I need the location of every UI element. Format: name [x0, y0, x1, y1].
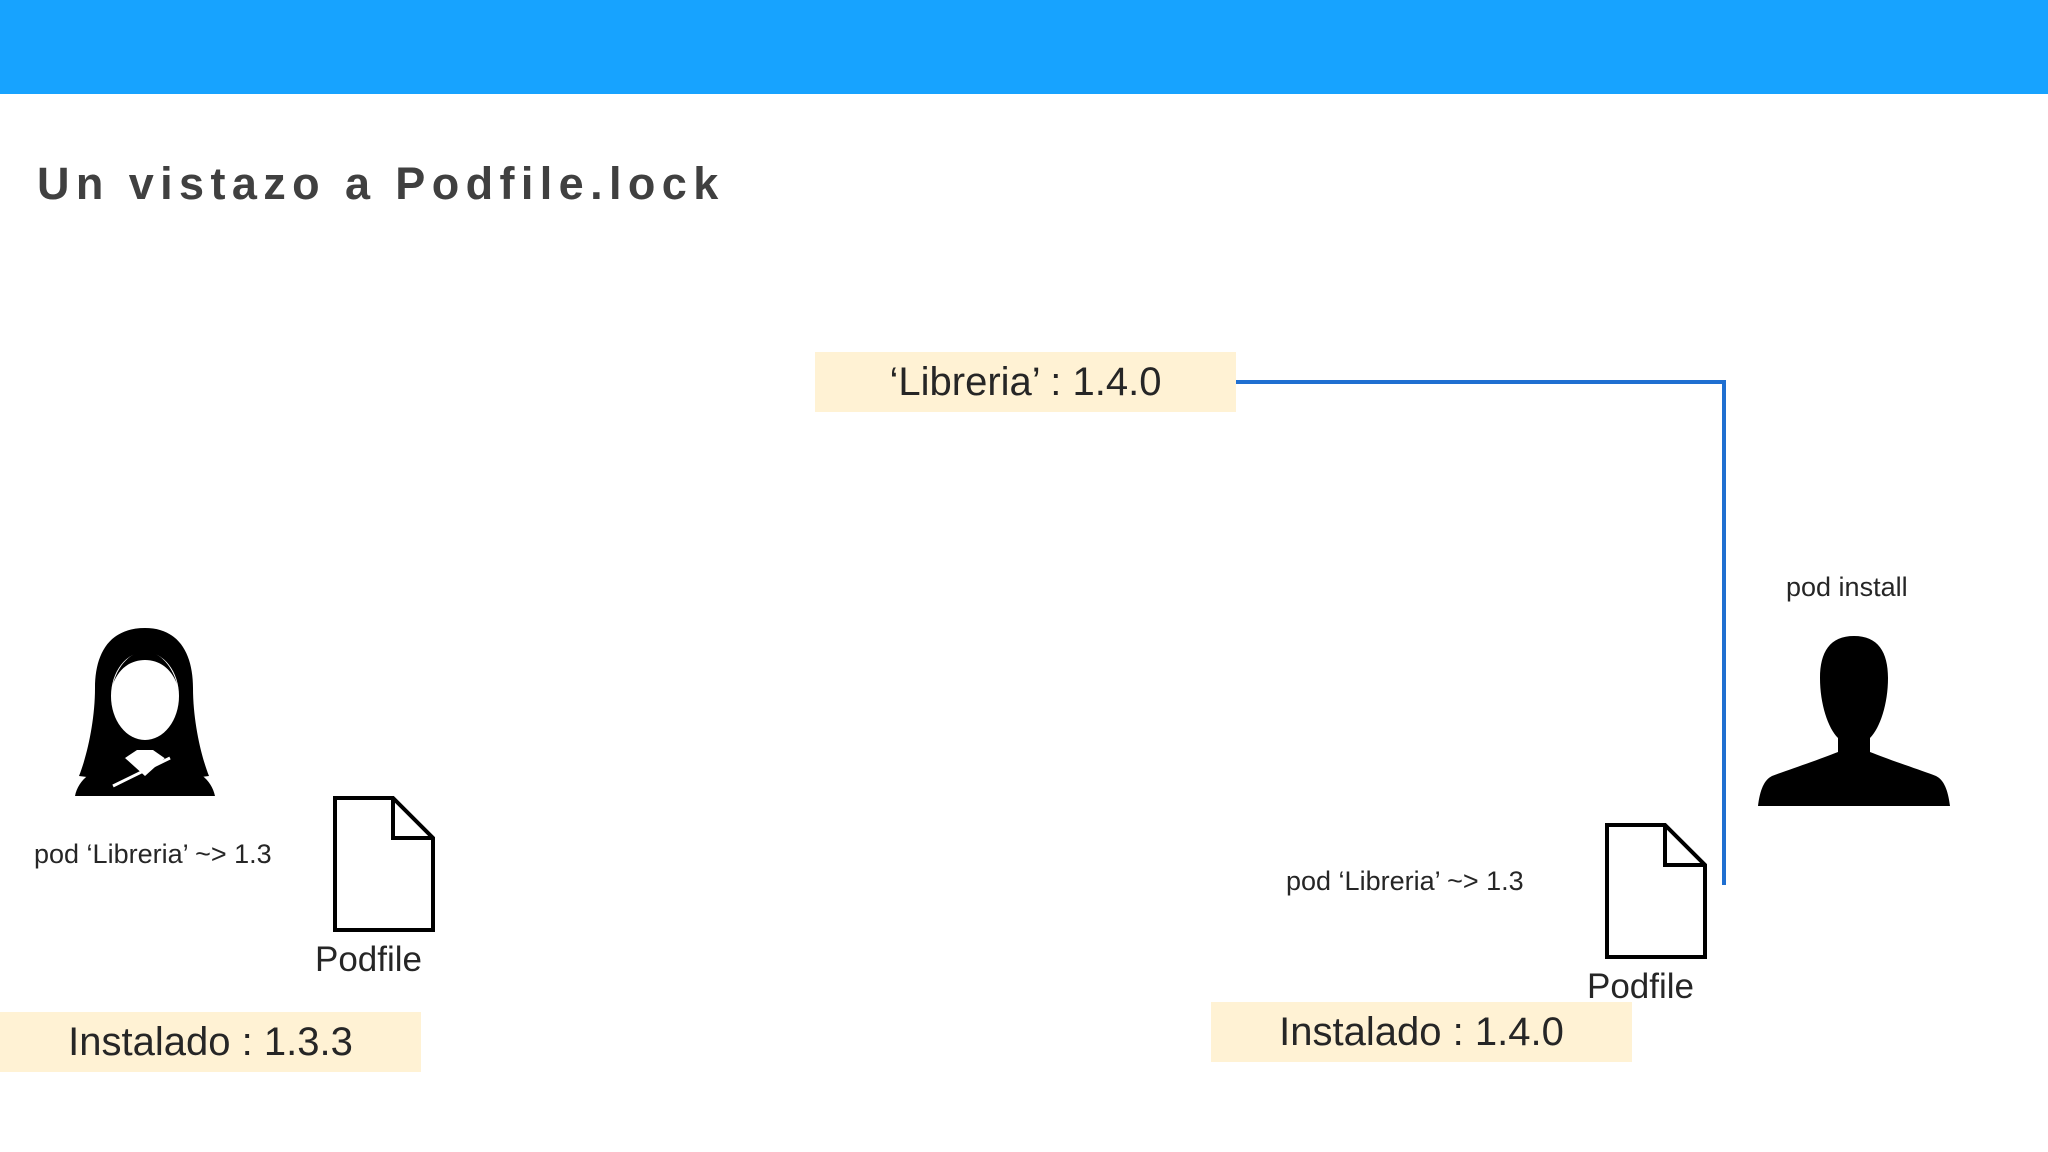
version-label: ‘Libreria’ : 1.4.0: [889, 359, 1162, 404]
right-file-label: Podfile: [1587, 967, 1695, 1006]
right-installed-label: Instalado : 1.4.0: [1279, 1009, 1564, 1054]
pod-install-label: pod install: [1786, 572, 1908, 602]
document-icon: [333, 796, 435, 932]
slide-title: Un vistazo a Podfile.lock: [37, 158, 725, 209]
left-installed-box: Instalado : 1.3.3: [0, 1012, 421, 1072]
right-podfile-line: pod ‘Libreria’ ~> 1.3: [1286, 866, 1524, 896]
female-user-icon: [75, 628, 215, 796]
left-installed-label: Instalado : 1.3.3: [68, 1019, 353, 1064]
right-installed-box: Instalado : 1.4.0: [1211, 1002, 1632, 1062]
left-podfile-line: pod ‘Libreria’ ~> 1.3: [34, 839, 272, 869]
header-bar: [0, 0, 2048, 94]
male-user-icon: [1758, 636, 1950, 806]
version-box: ‘Libreria’ : 1.4.0: [815, 352, 1236, 412]
document-icon: [1605, 823, 1707, 959]
left-file-label: Podfile: [315, 940, 423, 979]
